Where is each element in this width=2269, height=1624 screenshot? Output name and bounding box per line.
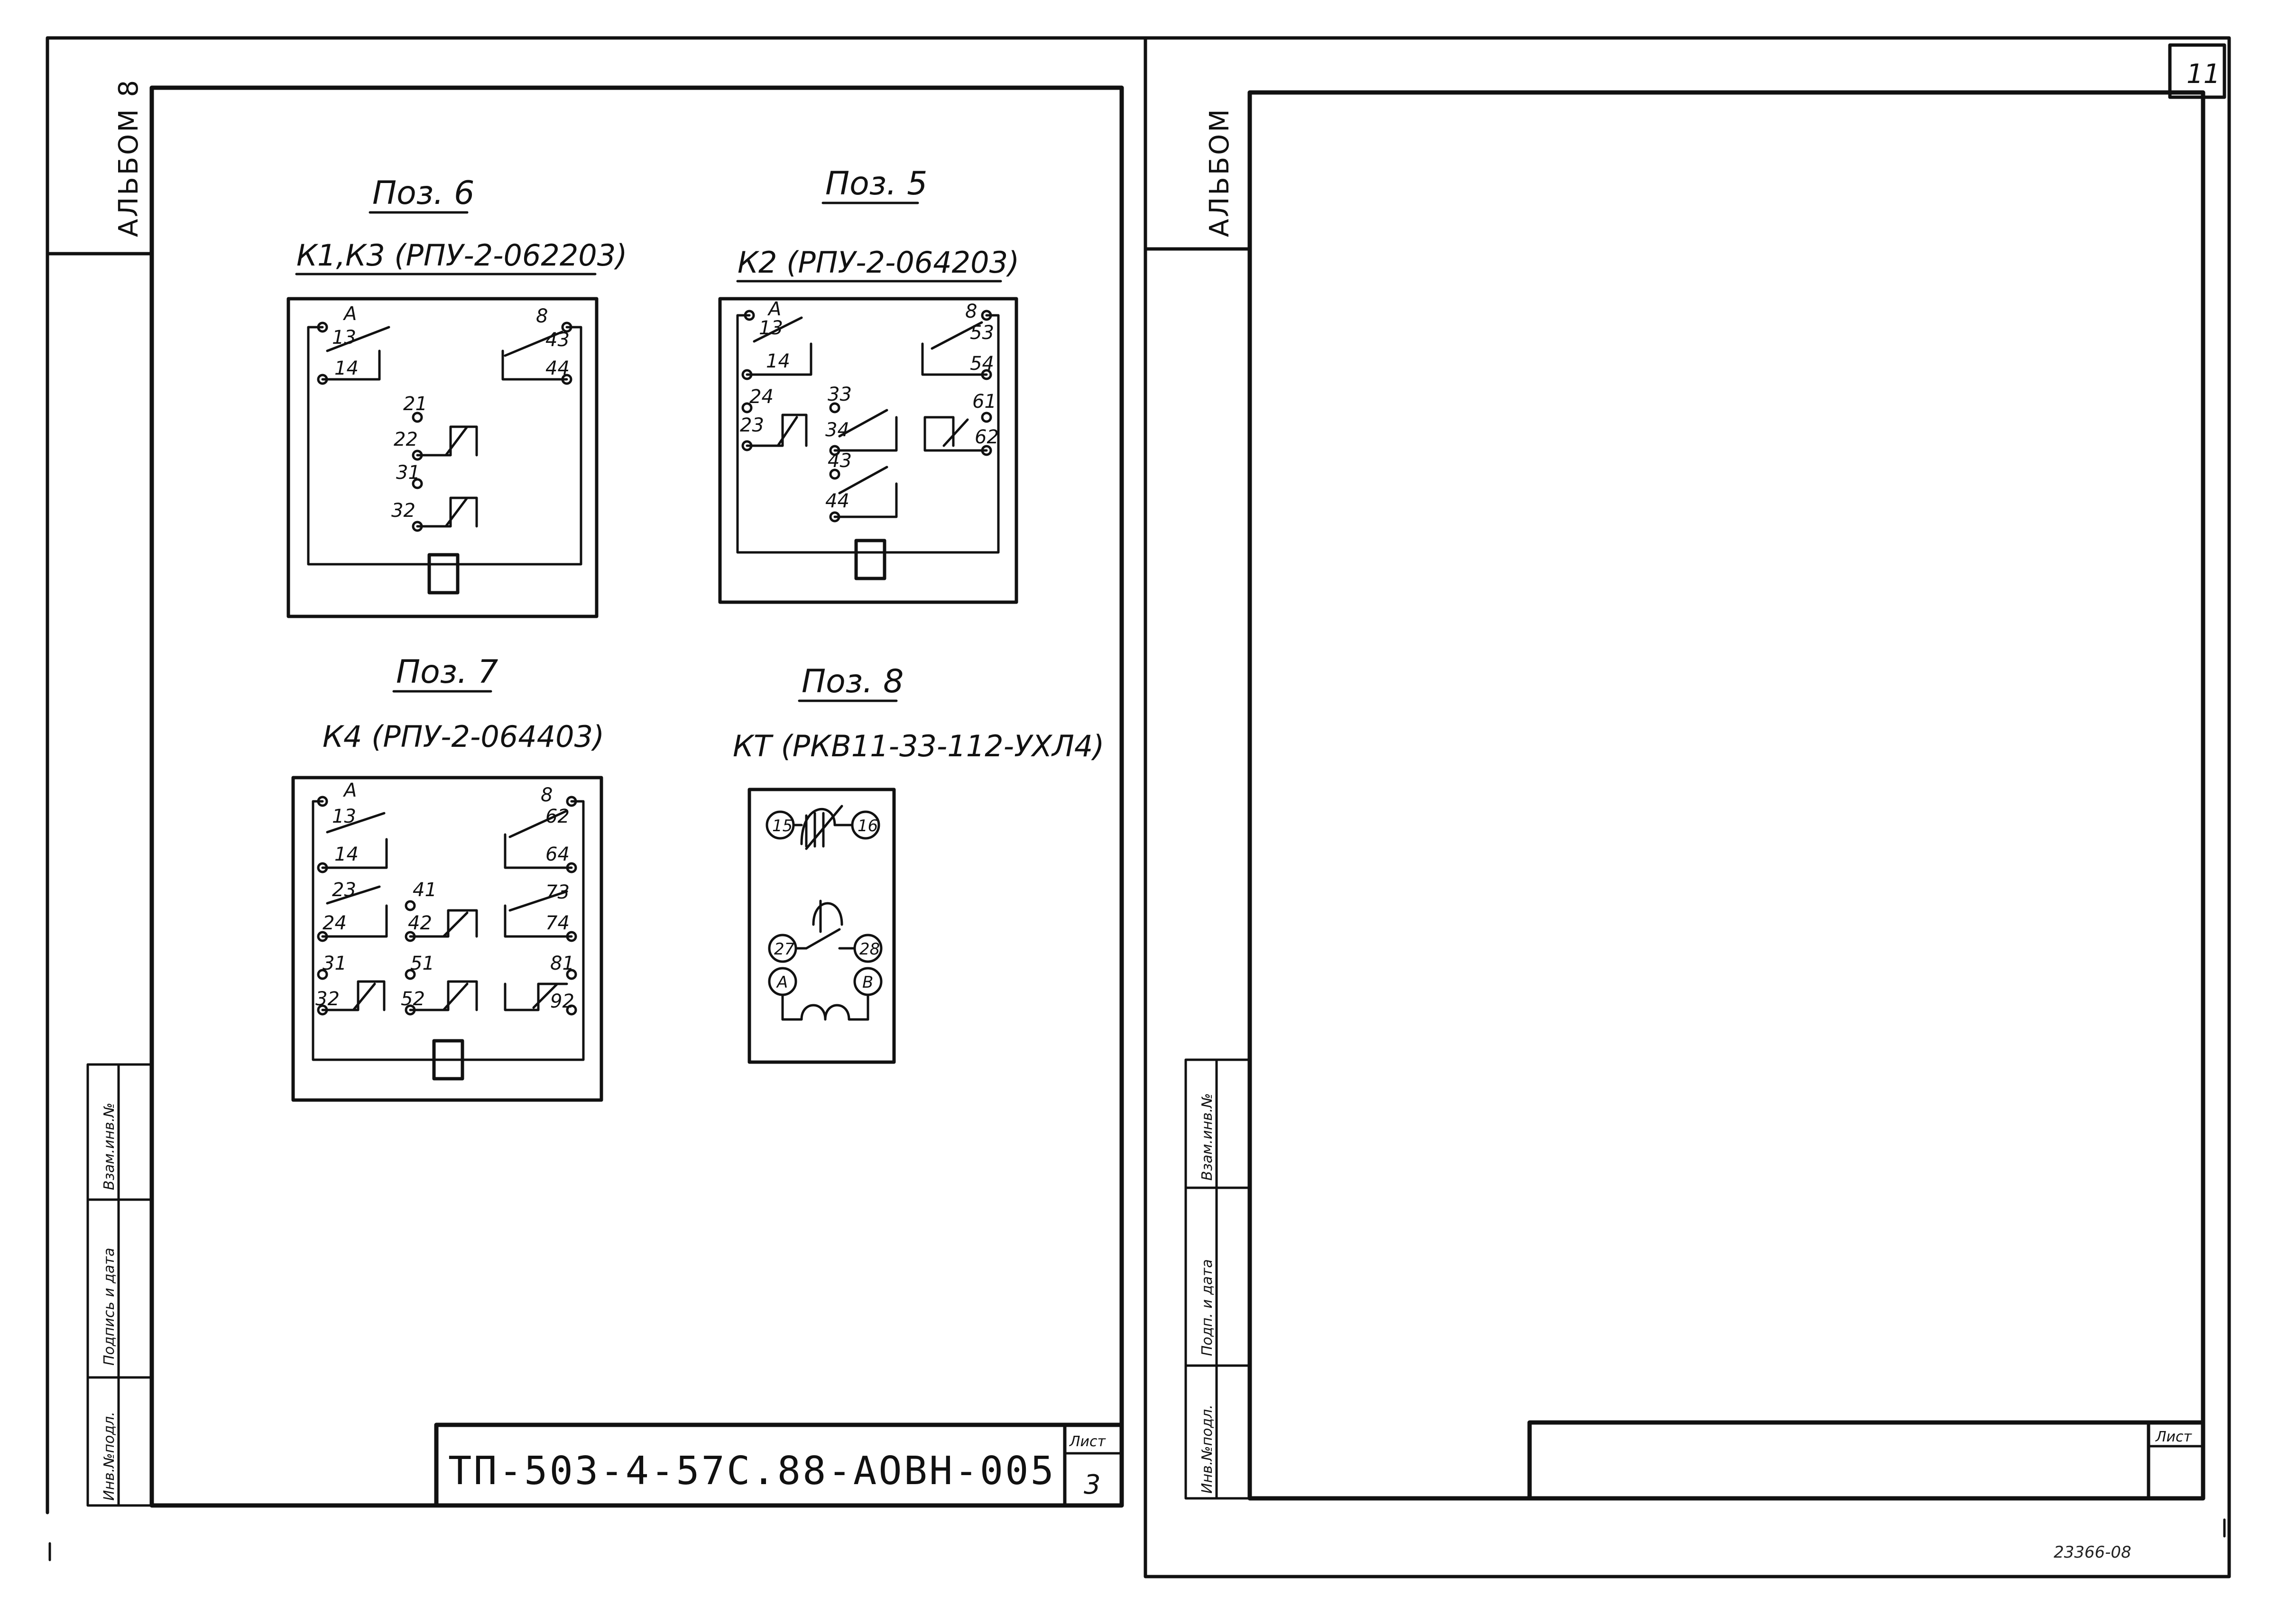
pin-label: 53 — [970, 322, 994, 344]
pin-label: 31 — [396, 462, 420, 484]
relay-diagram-pos5: Поз. 5 К2 (РПУ-2-064203) А 1 — [718, 165, 1019, 604]
pin-label: 22 — [394, 429, 418, 450]
right-sheet-label: Лист — [2155, 1429, 2193, 1445]
left-sheet: АЛЬБОМ 8 Взам.инв.№ Подпись и дата Инв.№… — [46, 36, 1147, 1561]
pin-label: 13 — [332, 327, 356, 349]
pin-label: 13 — [759, 317, 783, 339]
pin-label: 31 — [323, 953, 347, 974]
pin-label: 32 — [315, 988, 340, 1010]
pos8-label: Поз. 8 — [802, 663, 904, 700]
pos7-housing — [291, 776, 603, 1102]
pos6-housing — [286, 297, 599, 618]
pin-label: 27 — [774, 940, 795, 959]
left-sheet-label: Лист — [1069, 1433, 1107, 1450]
relay-diagram-pos7: Поз. 7 К4 (РПУ-2-064403) — [291, 653, 604, 1102]
pin-label: 24 — [749, 386, 774, 408]
pin-label: В — [862, 973, 873, 992]
pos5-housing — [718, 297, 1018, 604]
pin-label: 64 — [545, 844, 570, 865]
pin-label: 54 — [970, 353, 994, 375]
relay-diagram-pos6: Поз. 6 К1,К3 (РПУ-2-062203) А 13 14 8 — [286, 174, 627, 618]
pin-label: 73 — [545, 881, 570, 903]
pin-label: 34 — [825, 419, 849, 441]
left-sheet-number: 3 — [1084, 1469, 1101, 1500]
pos5-model: К2 (РПУ-2-064203) — [738, 245, 1019, 280]
left-title-block: ТП-503-4-57С.88-АОВН-005 Лист 3 — [434, 1422, 1124, 1508]
pin-label: 14 — [334, 358, 359, 379]
pin-label: 23 — [332, 879, 356, 901]
pin-label: 8 — [965, 301, 977, 322]
pin-label: 15 — [772, 817, 793, 835]
pin-label: 81 — [550, 953, 574, 974]
pin-label: 8 — [536, 305, 548, 327]
right-title-block: Лист — [1527, 1420, 2205, 1501]
pin-label: 14 — [334, 844, 359, 865]
right-stamp-replace: Взам.инв.№ — [1199, 1093, 1216, 1181]
pos6-model: К1,К3 (РПУ-2-062203) — [296, 238, 627, 273]
pin-label: 28 — [859, 940, 880, 959]
pin-label: 14 — [766, 350, 790, 372]
pin-label: А — [776, 973, 788, 992]
pin-label: 23 — [740, 414, 764, 436]
pos8-model: КТ (РКВ11-33-112-УХЛ4) — [733, 729, 1104, 763]
pin-label: 21 — [403, 393, 427, 415]
pin-label: А — [342, 780, 357, 801]
left-doc-code: ТП-503-4-57С.88-АОВН-005 — [448, 1449, 1056, 1494]
pin-label: 16 — [858, 817, 878, 835]
right-stamp-inventory: Инв.№подл. — [1199, 1404, 1216, 1494]
pin-label: 42 — [408, 912, 432, 934]
pos8-housing — [747, 788, 896, 1064]
pos5-label: Поз. 5 — [825, 165, 927, 202]
pin-label: 8 — [541, 784, 553, 806]
pos7-coil — [432, 1039, 464, 1081]
right-inner-frame — [1247, 90, 2205, 1501]
pin-label: 62 — [545, 806, 570, 827]
pin-label: 43 — [828, 450, 852, 472]
left-stamp-replace: Взам.инв.№ — [101, 1102, 118, 1190]
pin-label: 44 — [825, 490, 849, 512]
pin-label: 92 — [550, 991, 574, 1012]
timer-diagram-pos8: Поз. 8 КТ (РКВ11-33-112-УХЛ4) — [733, 663, 1104, 1064]
left-stamp-signature: Подпись и дата — [101, 1248, 118, 1366]
pin-label: 13 — [332, 806, 356, 827]
left-inner-frame — [149, 85, 1124, 1508]
right-footer-stamp: 23366-08 — [2054, 1543, 2131, 1562]
pin-label: А — [767, 298, 781, 320]
pos7-model: К4 (РПУ-2-064403) — [323, 719, 604, 754]
pin-label: 74 — [545, 912, 570, 934]
left-side-stamp: Взам.инв.№ Подпись и дата Инв.№подл. — [86, 1063, 153, 1507]
left-album-label: АЛЬБОМ 8 — [113, 78, 144, 237]
right-sheet-number: 11 — [2186, 59, 2220, 90]
right-sheet: АЛЬБОМ 11 Взам.инв.№ Подп. и дата Инв.№п… — [1144, 36, 2231, 1578]
left-stamp-inventory: Инв.№подл. — [101, 1412, 118, 1501]
pin-label: 24 — [323, 912, 347, 934]
pos6-label: Поз. 6 — [372, 174, 474, 212]
pin-label: 51 — [410, 953, 434, 974]
pin-label: А — [342, 303, 357, 325]
pin-label: 43 — [545, 329, 570, 351]
right-stamp-signature: Подп. и дата — [1199, 1259, 1216, 1356]
pin-label: 62 — [975, 426, 999, 448]
pin-label: 44 — [545, 358, 570, 379]
right-album-label: АЛЬБОМ — [1204, 107, 1235, 237]
pin-label: 33 — [828, 384, 852, 405]
right-outer-frame — [1144, 36, 2231, 1578]
right-sheet-number-box — [2168, 43, 2226, 99]
pin-label: 61 — [972, 391, 996, 413]
right-side-stamp: Взам.инв.№ Подп. и дата Инв.№подл. — [1184, 1058, 1251, 1500]
pin-label: 32 — [391, 500, 415, 522]
pos5-coil — [854, 539, 886, 580]
pin-label: 52 — [401, 988, 425, 1010]
pin-label: 41 — [413, 879, 437, 901]
pos6-coil — [427, 553, 460, 595]
pos7-label: Поз. 7 — [396, 653, 498, 691]
